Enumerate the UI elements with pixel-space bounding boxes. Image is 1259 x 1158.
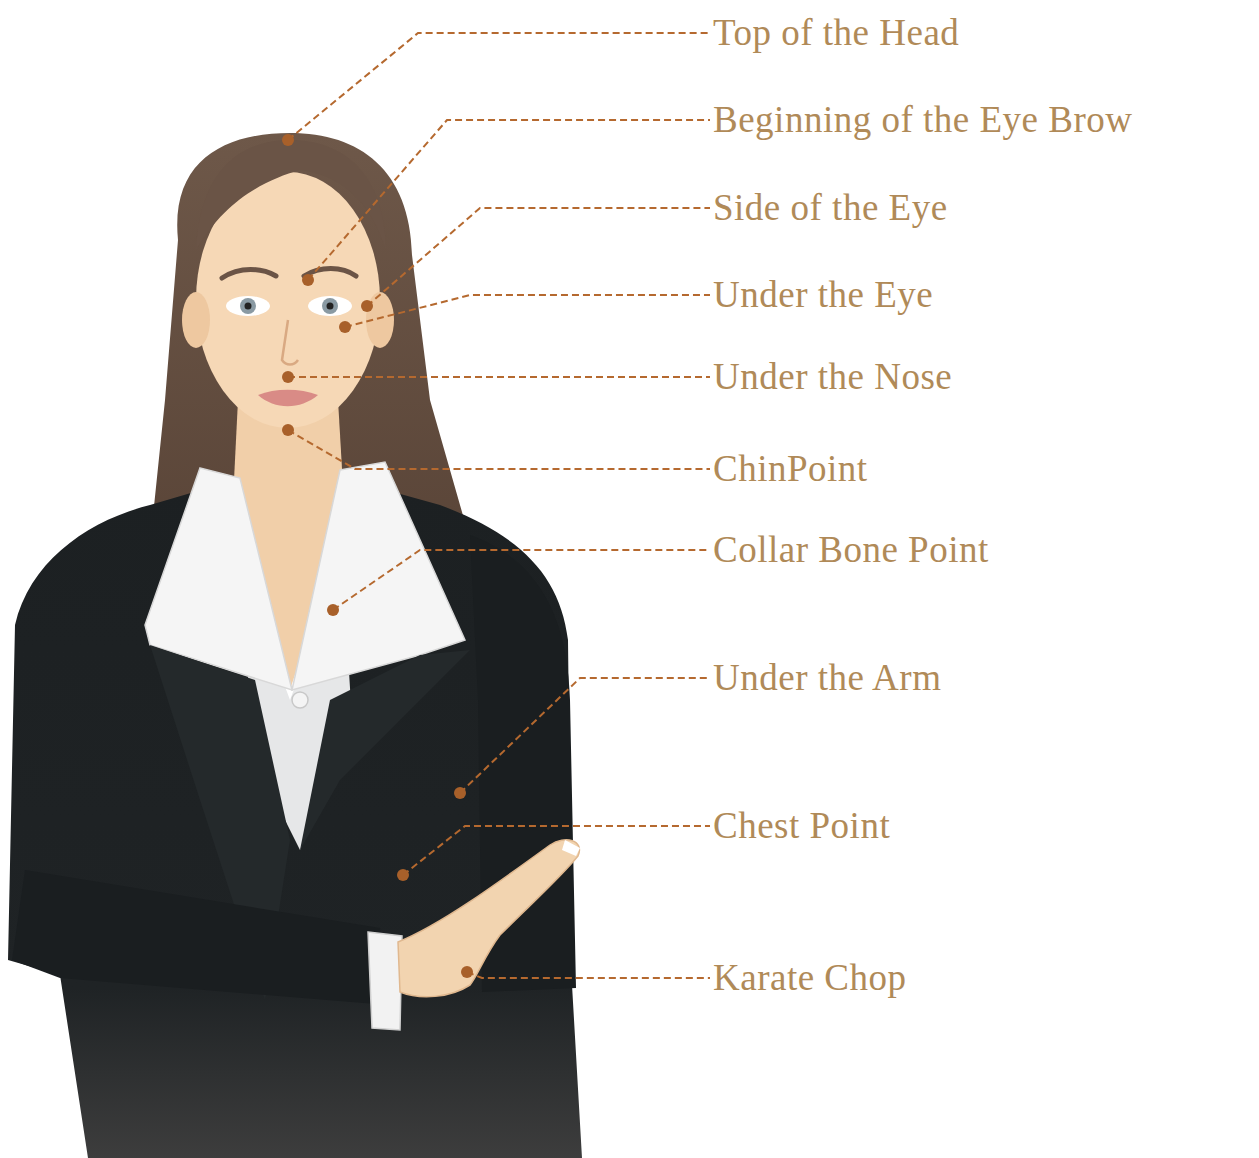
point-label: Under the Arm — [713, 656, 1253, 700]
pupil — [327, 303, 334, 310]
shirt-cuff — [368, 932, 402, 1030]
hair — [196, 140, 386, 250]
point-label: Collar Bone Point — [713, 528, 1253, 572]
point-label: ChinPoint — [713, 447, 1253, 491]
leader-line — [367, 208, 710, 306]
iris — [240, 298, 256, 314]
eye — [226, 296, 270, 316]
leader-line — [460, 678, 710, 793]
hand — [398, 840, 579, 997]
eyebrow — [222, 270, 276, 279]
lips — [258, 390, 318, 407]
leader-line — [288, 430, 710, 469]
point-label: Top of the Head — [713, 11, 1253, 55]
point-label: Side of the Eye — [713, 186, 1253, 230]
point-dot — [282, 424, 294, 436]
point-label: Beginning of the Eye Brow — [713, 98, 1253, 142]
point-dot — [339, 321, 351, 333]
leader-line — [345, 295, 710, 327]
ear — [182, 292, 210, 348]
point-dot — [327, 604, 339, 616]
point-dot — [302, 274, 314, 286]
fingernail — [562, 840, 580, 856]
leader-line — [288, 376, 710, 378]
point-dot — [282, 371, 294, 383]
jacket — [8, 480, 582, 1158]
point-label: Under the Eye — [713, 273, 1253, 317]
point-dot — [397, 869, 409, 881]
pupil — [245, 303, 252, 310]
leader-line — [288, 33, 710, 140]
point-label: Under the Nose — [713, 355, 1253, 399]
point-label: Karate Chop — [713, 956, 1253, 1000]
leader-line — [403, 826, 710, 875]
point-label: Chest Point — [713, 804, 1253, 848]
lapel — [300, 650, 470, 850]
nose — [282, 320, 298, 365]
point-dot — [282, 134, 294, 146]
leader-line — [467, 972, 710, 978]
point-dot — [454, 787, 466, 799]
point-dot — [361, 300, 373, 312]
leader-line — [308, 120, 710, 280]
eye — [308, 296, 352, 316]
leader-line — [333, 550, 710, 610]
shirt-button — [292, 692, 308, 708]
point-dot — [461, 966, 473, 978]
iris — [322, 298, 338, 314]
sleeve — [12, 870, 388, 1005]
